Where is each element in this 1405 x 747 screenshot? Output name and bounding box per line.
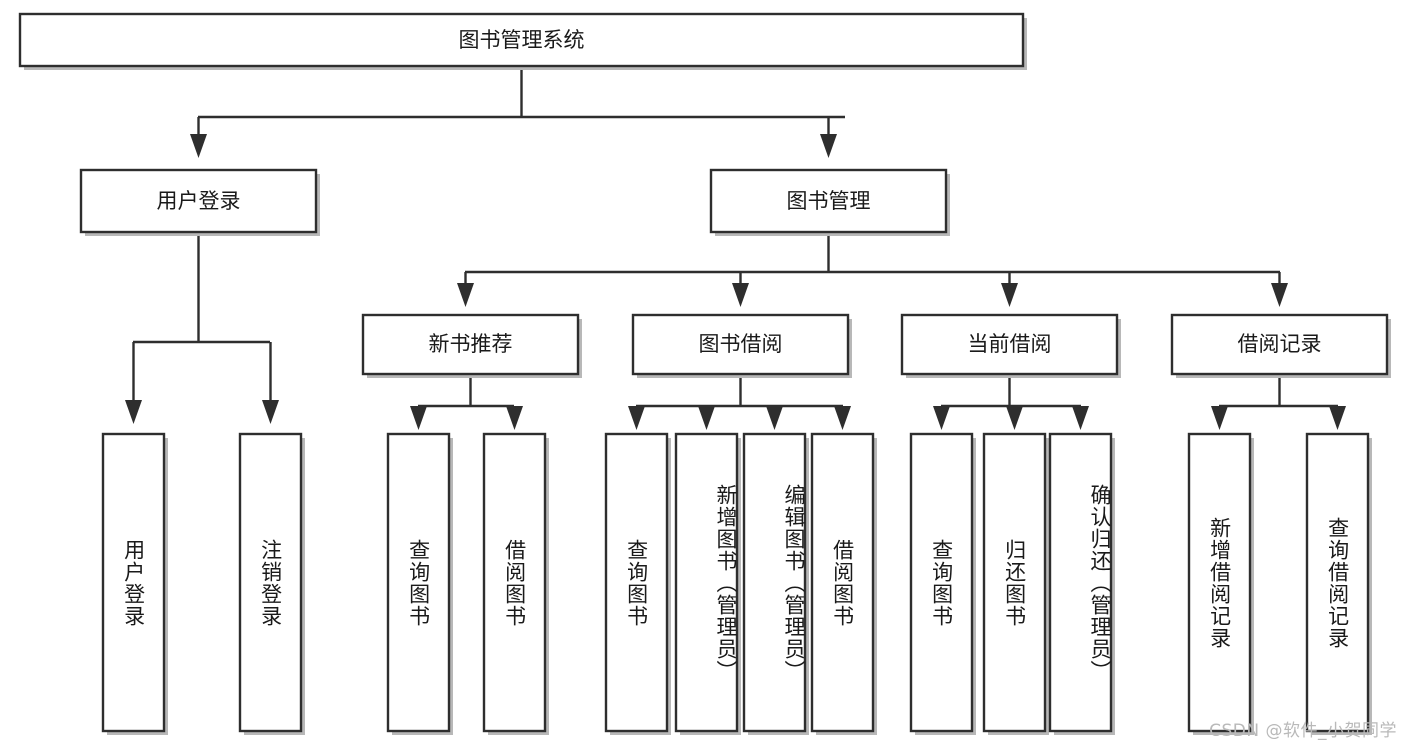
node-new-book-recommend[interactable]: 新书推荐 bbox=[361, 313, 582, 378]
node-leaf-user-login[interactable] bbox=[101, 432, 168, 735]
node-leaf-edit-book-admin[interactable] bbox=[742, 432, 809, 735]
arrow-cb-leaf3 bbox=[1072, 406, 1089, 430]
connector-group-borrow-record bbox=[1211, 374, 1346, 430]
node-leaf-logout-login[interactable] bbox=[238, 432, 305, 735]
node-leaf-query-book-1[interactable] bbox=[386, 432, 453, 735]
node-leaf-query-book-2[interactable] bbox=[604, 432, 671, 735]
node-leaf-add-book-admin[interactable] bbox=[674, 432, 741, 735]
arrow-root-to-user-login bbox=[190, 134, 207, 158]
node-leaf-add-book-admin-box bbox=[674, 432, 739, 733]
arrow-bb-leaf3 bbox=[766, 406, 783, 430]
node-root-box bbox=[18, 12, 1025, 68]
arrow-nbr-leaf1 bbox=[410, 406, 427, 430]
node-leaf-logout-login-box bbox=[238, 432, 303, 733]
node-user-login-box bbox=[79, 168, 318, 234]
connector-group-new-book-recommend bbox=[410, 374, 523, 430]
node-leaf-return-book[interactable] bbox=[982, 432, 1049, 735]
node-root[interactable]: 图书管理系统 bbox=[18, 12, 1027, 70]
connector-group-user-login bbox=[125, 232, 279, 424]
node-leaf-edit-book-admin-box bbox=[742, 432, 807, 733]
node-leaf-query-book-3-box bbox=[909, 432, 974, 733]
arrow-bm-book-borrow bbox=[732, 283, 749, 307]
arrow-br-leaf1 bbox=[1211, 406, 1228, 430]
node-new-book-recommend-box bbox=[361, 313, 580, 376]
node-book-manage-label: 图书管理 bbox=[787, 189, 871, 213]
node-leaf-add-borrow-record[interactable] bbox=[1187, 432, 1254, 735]
arrow-cb-leaf2 bbox=[1006, 406, 1023, 430]
node-borrow-record-box bbox=[1170, 313, 1389, 376]
connector-group-book-borrow bbox=[628, 374, 851, 430]
node-current-borrow-label: 当前借阅 bbox=[968, 332, 1052, 356]
arrow-bm-new-book-recommend bbox=[457, 283, 474, 307]
watermark-text: CSDN @软件_小贺同学 bbox=[1209, 721, 1397, 741]
node-leaf-confirm-return-admin-box bbox=[1048, 432, 1113, 733]
connector-group-current-borrow bbox=[933, 374, 1089, 430]
node-leaf-add-borrow-record-box bbox=[1187, 432, 1252, 733]
arrow-nbr-leaf2 bbox=[506, 406, 523, 430]
node-leaf-borrow-book-2-box bbox=[810, 432, 875, 733]
node-current-borrow[interactable]: 当前借阅 bbox=[900, 313, 1121, 378]
node-book-borrow-box bbox=[631, 313, 850, 376]
node-book-borrow-label: 图书借阅 bbox=[699, 332, 783, 356]
arrow-user-login-leaf1 bbox=[125, 400, 142, 424]
arrow-root-to-book-manage bbox=[820, 134, 837, 158]
node-root-label: 图书管理系统 bbox=[459, 28, 585, 52]
connector-group-book-manage bbox=[457, 232, 1288, 307]
node-leaf-borrow-book-1[interactable] bbox=[482, 432, 549, 735]
node-leaf-query-borrow-record[interactable] bbox=[1305, 432, 1372, 735]
arrow-bb-leaf4 bbox=[834, 406, 851, 430]
node-borrow-record-label: 借阅记录 bbox=[1238, 332, 1322, 356]
arrow-bm-current-borrow bbox=[1001, 283, 1018, 307]
node-leaf-query-book-1-box bbox=[386, 432, 451, 733]
node-current-borrow-box bbox=[900, 313, 1119, 376]
node-leaf-query-borrow-record-box bbox=[1305, 432, 1370, 733]
node-leaf-borrow-book-2[interactable] bbox=[810, 432, 877, 735]
node-leaf-user-login-box bbox=[101, 432, 166, 733]
arrow-bm-borrow-record bbox=[1271, 283, 1288, 307]
node-book-manage-box bbox=[709, 168, 948, 234]
node-user-login-label: 用户登录 bbox=[157, 189, 241, 213]
arrow-bb-leaf1 bbox=[628, 406, 645, 430]
node-leaf-query-book-2-box bbox=[604, 432, 669, 733]
node-leaf-return-book-box bbox=[982, 432, 1047, 733]
arrow-bb-leaf2 bbox=[698, 406, 715, 430]
node-leaf-query-book-3[interactable] bbox=[909, 432, 976, 735]
leaf-boxes bbox=[101, 432, 1372, 735]
connector-group-root bbox=[190, 66, 845, 158]
arrow-br-leaf2 bbox=[1329, 406, 1346, 430]
node-borrow-record[interactable]: 借阅记录 bbox=[1170, 313, 1391, 378]
arrow-user-login-leaf2 bbox=[262, 400, 279, 424]
node-book-borrow[interactable]: 图书借阅 bbox=[631, 313, 852, 378]
node-leaf-confirm-return-admin[interactable] bbox=[1048, 432, 1115, 735]
node-leaf-borrow-book-1-box bbox=[482, 432, 547, 733]
node-user-login[interactable]: 用户登录 bbox=[79, 168, 320, 236]
arrow-cb-leaf1 bbox=[933, 406, 950, 430]
node-new-book-recommend-label: 新书推荐 bbox=[429, 332, 513, 356]
node-book-manage[interactable]: 图书管理 bbox=[709, 168, 950, 236]
